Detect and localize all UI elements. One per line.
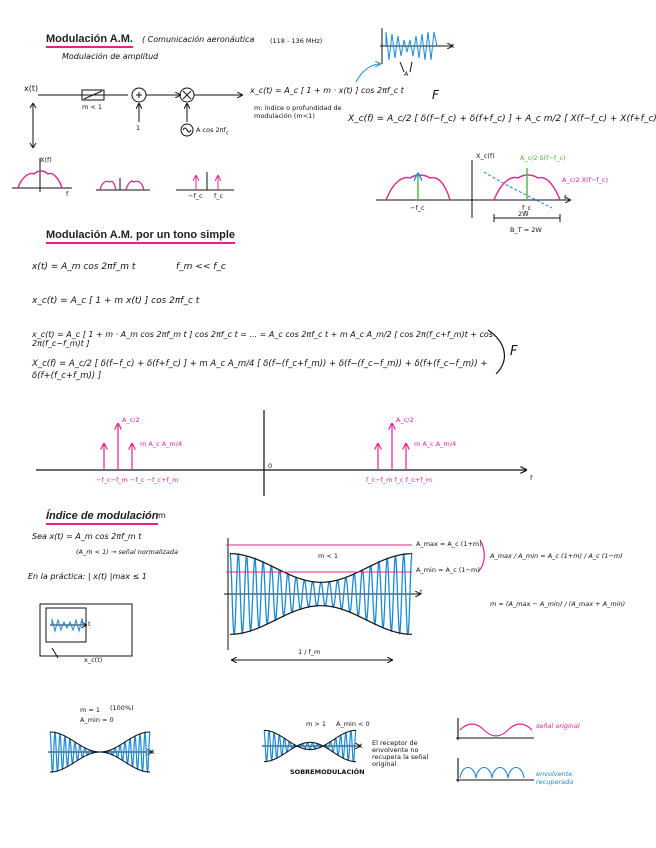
tone-eq2: x_c(t) = A_c [ 1 + m x(t) ] cos 2πf_c t (32, 296, 200, 306)
section2-title: Modulación A.M. por un tono simple (46, 229, 236, 244)
Xc-f-label: X_c(f) (476, 152, 495, 160)
waveform-m-equals-1 (48, 731, 152, 774)
Xc-spectrum-equation: X_c(f) = A_c/2 [ δ(f−f_c) + δ(f+f_c) ] +… (348, 114, 656, 124)
mod-index-note: m: índice o profundidad de modulación (m… (254, 104, 342, 120)
case1-pct: (100%) (110, 704, 134, 712)
case1-amin: A_min = 0 (80, 716, 114, 724)
ratio-formula: A_max / A_min = A_c (1+m) / A_c (1−m) (490, 552, 623, 560)
zero-label: 0 (268, 462, 273, 470)
section3-title: Índice de modulación (46, 510, 159, 525)
case1-m: m = 1 (80, 706, 101, 714)
envelope-note: El receptor de envolvente no recupera la… (372, 739, 429, 768)
freq-range: (118 - 136 MHz) (270, 37, 323, 45)
freq-labels-pos: f_c−f_m f_c f_c+f_m (366, 476, 433, 484)
case2-t: t (360, 742, 363, 750)
amax-label: A_max = A_c (1+m) (416, 540, 482, 548)
m-formula: m = (A_max − A_min) / (A_max + A_min) (490, 600, 626, 608)
one-label: 1 (136, 124, 141, 132)
waveform-overmodulation (262, 729, 360, 763)
mini-spectra (12, 158, 234, 192)
carrier-label: A cos 2πfc (196, 126, 229, 137)
amp-carrier-neg: A_c/2 (122, 416, 140, 424)
tone-eq1: x(t) = A_m cos 2πf_m t (32, 262, 136, 272)
amp-side-pos: m A_c A_m/4 (414, 440, 457, 448)
xf-label: X(f) (40, 156, 52, 164)
f-axis-label-2: f (530, 474, 533, 482)
orig-signal-label: señal original (536, 722, 580, 730)
tone-eq4: X_c(f) = A_c/2 [ δ(f−f_c) + δ(f+f_c) ] +… (32, 359, 488, 381)
bt-label: B_T = 2W (510, 226, 542, 234)
fourier-label-2: F (510, 344, 518, 359)
mini-t-label: t (452, 42, 455, 50)
fourier-label-1: F (432, 88, 439, 102)
mini-scope-xc: x_c(t) (84, 656, 103, 664)
am-waveform-main (224, 538, 485, 660)
tone-spectrum (36, 329, 526, 496)
section1-subtitle: ( Comunicación aeronáutica (142, 35, 255, 44)
xc-equation: x_c(t) = A_c [ 1 + m · x(t) ] cos 2πf_c … (250, 86, 404, 95)
x-label: x(t) (24, 84, 39, 93)
am-spectrum-section1 (376, 160, 570, 222)
recovered-env-label: envolvente recuperada (536, 770, 574, 786)
case2-m: m > 1 (306, 720, 327, 728)
section1-title: Modulación A.M. (46, 33, 133, 48)
index-line1: Sea x(t) = A_m cos 2πf_m t (32, 532, 142, 541)
index-line2: (A_m < 1) → señal normalizada (76, 548, 178, 556)
freq-labels-neg: −f_c−f_m −f_c −f_c+f_m (96, 476, 179, 484)
overmodulation-label: SOBREMODULACIÓN (290, 768, 365, 776)
block-diagram (29, 87, 242, 149)
case1-t: t (152, 748, 155, 756)
mini-scope-t: t (88, 620, 91, 628)
oscillator-node (180, 123, 194, 137)
fc-small: f_c (214, 192, 224, 200)
f-label: f (66, 190, 69, 198)
delta-label: A_c/2 δ(f−f_c) (520, 154, 566, 162)
m-less-1: m < 1 (318, 552, 339, 560)
bw-label: 2W (518, 210, 529, 218)
case2-amin: A_min < 0 (336, 720, 370, 728)
amp-carrier-pos: A_c/2 (396, 416, 414, 424)
shift-label: A_c/2 X(f−f_c) (562, 176, 609, 184)
f-axis-label: f (564, 194, 567, 202)
amin-label: A_min = A_c (1−m) (416, 566, 480, 574)
neg-fc-small: −f_c (188, 192, 203, 200)
mini-A-label: A (404, 70, 409, 78)
amp-side-neg: m A_c A_m/4 (140, 440, 183, 448)
period-label: 1 / f_m (298, 648, 321, 656)
m-label: m < 1 (82, 103, 103, 111)
tone-eq3: x_c(t) = A_c [ 1 + m · A_m cos 2πf_m t ]… (32, 330, 493, 348)
mini-scope (39, 603, 133, 659)
t-axis-label: t (420, 588, 423, 596)
index-line3: En la práctica: | x(t) |max ≤ 1 (28, 572, 147, 581)
section1-subtitle2: Modulación de amplitud (62, 52, 159, 61)
mini-waveform-top (355, 28, 452, 83)
neg-fc-label: −f_c (410, 204, 425, 212)
signal-comparison (456, 718, 534, 782)
tone-eq1-condition: f_m << f_c (176, 262, 226, 272)
fc-label: f_c (522, 204, 532, 212)
section3-title-m: m (158, 511, 166, 520)
gain-block (81, 89, 105, 101)
